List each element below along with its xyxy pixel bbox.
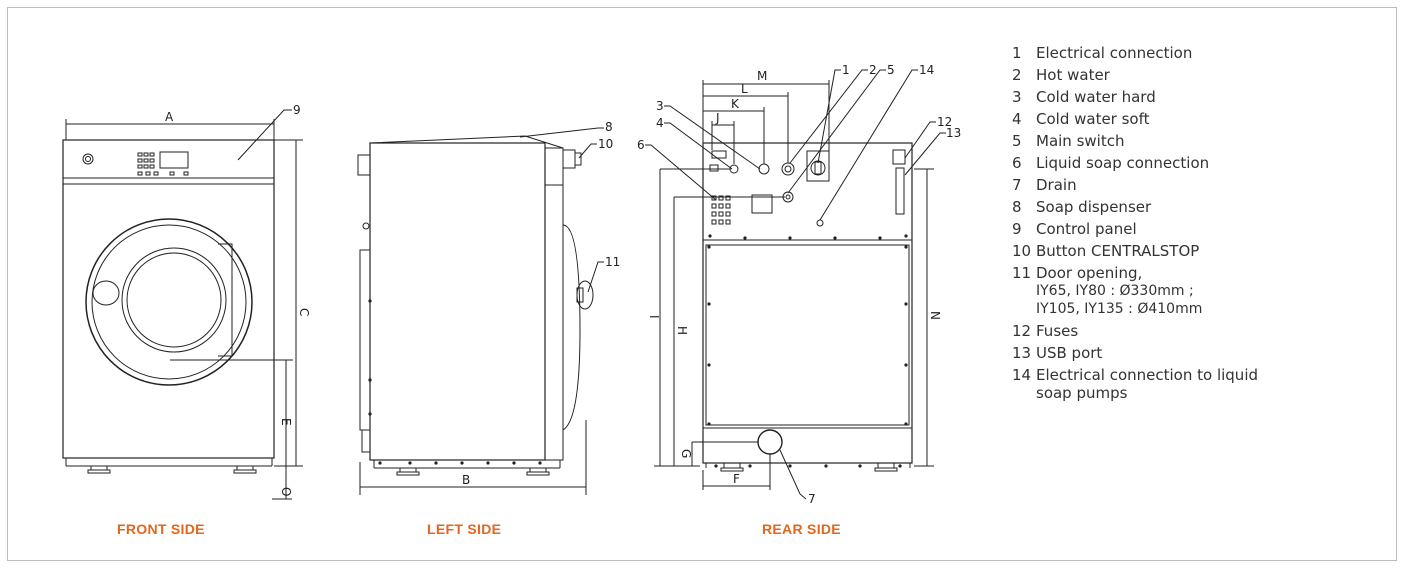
callout-13: 13 [946, 126, 961, 140]
legend-text: Cold water hard [1036, 88, 1156, 106]
legend-text: Fuses [1036, 322, 1079, 340]
legend-number: 1 [1012, 44, 1022, 62]
dim-n-label: N [928, 311, 942, 320]
legend-number: 8 [1012, 198, 1022, 216]
callout-7: 7 [808, 492, 816, 506]
dim-g-label: G [679, 449, 693, 458]
callout-1: 1 [842, 63, 850, 77]
left-view [357, 127, 604, 495]
callout-14: 14 [919, 63, 934, 77]
legend-item: 5 Main switch [1012, 132, 1372, 150]
callout-3: 3 [656, 99, 664, 113]
callout-10: 10 [598, 137, 613, 151]
dim-m-label: M [757, 69, 767, 83]
callout-11: 11 [605, 255, 620, 269]
legend-item: 6 Liquid soap connection [1012, 154, 1372, 172]
legend-text: USB port [1036, 344, 1103, 362]
keypad [137, 152, 189, 176]
legend-text: Control panel [1036, 220, 1137, 238]
legend-number: 9 [1012, 220, 1022, 238]
callout-12: 12 [937, 115, 952, 129]
left-side-title: LEFT SIDE [427, 521, 502, 537]
callout-9: 9 [293, 103, 301, 117]
front-view [62, 109, 303, 500]
legend-item: 8 Soap dispenser [1012, 198, 1372, 216]
legend-number: 4 [1012, 110, 1022, 128]
callout-4: 4 [656, 116, 664, 130]
dim-j-label: J [715, 111, 720, 125]
legend-number: 3 [1012, 88, 1022, 106]
legend-number: 12 [1012, 322, 1032, 340]
dim-a-label: A [165, 110, 174, 124]
dim-h-label: H [675, 326, 689, 335]
dim-b-label: B [462, 473, 470, 487]
dim-l-label: L [741, 82, 748, 96]
legend-text: Hot water [1036, 66, 1110, 84]
legend-number: 7 [1012, 176, 1022, 194]
legend-item: 3 Cold water hard [1012, 88, 1372, 106]
legend-item: 2 Hot water [1012, 66, 1372, 84]
dim-e-label: E [279, 418, 293, 426]
legend-text: Liquid soap connection [1036, 154, 1210, 172]
callout-8: 8 [605, 120, 613, 134]
legend-text: Button CENTRALSTOP [1036, 242, 1200, 260]
dim-f-label: F [733, 472, 740, 486]
dim-c-label: C [297, 308, 311, 316]
drawing-frame [7, 7, 1397, 561]
legend-number: 2 [1012, 66, 1022, 84]
legend-text: Main switch [1036, 132, 1125, 150]
legend-subtext: IY105, IY135 : Ø410mm [1036, 301, 1203, 317]
rear-view [645, 69, 946, 500]
dim-o-label: O [279, 487, 293, 496]
dim-k-label: K [731, 97, 740, 111]
front-side-title: FRONT SIDE [117, 521, 205, 537]
legend-number: 10 [1012, 242, 1032, 260]
legend-text: Electrical connection [1036, 44, 1193, 62]
legend-text: Electrical connection to liquid soap pum… [1036, 366, 1259, 402]
legend-number: 13 [1012, 344, 1032, 362]
dim-i-label: I [647, 315, 661, 319]
legend-item: 1 Electrical connection [1012, 44, 1372, 62]
callout-5: 5 [887, 63, 895, 77]
soap-connection-grid [711, 195, 731, 225]
legend-number: 5 [1012, 132, 1022, 150]
legend-text: Cold water soft [1036, 110, 1150, 128]
legend-item: 4 Cold water soft [1012, 110, 1372, 128]
legend-number: 14 [1012, 366, 1032, 384]
legend-number: 6 [1012, 154, 1022, 172]
legend-item: 9 Control panel [1012, 220, 1372, 238]
callout-2: 2 [869, 63, 877, 77]
legend-number: 11 [1012, 264, 1032, 282]
legend-text: Drain [1036, 176, 1077, 194]
rear-side-title: REAR SIDE [762, 521, 841, 537]
callout-6: 6 [637, 138, 645, 152]
legend-item: 7 Drain [1012, 176, 1372, 194]
legend-text: Door opening, [1036, 264, 1143, 282]
legend-subtext: IY65, IY80 : Ø330mm ; [1036, 283, 1194, 299]
legend-text: Soap dispenser [1036, 198, 1152, 216]
